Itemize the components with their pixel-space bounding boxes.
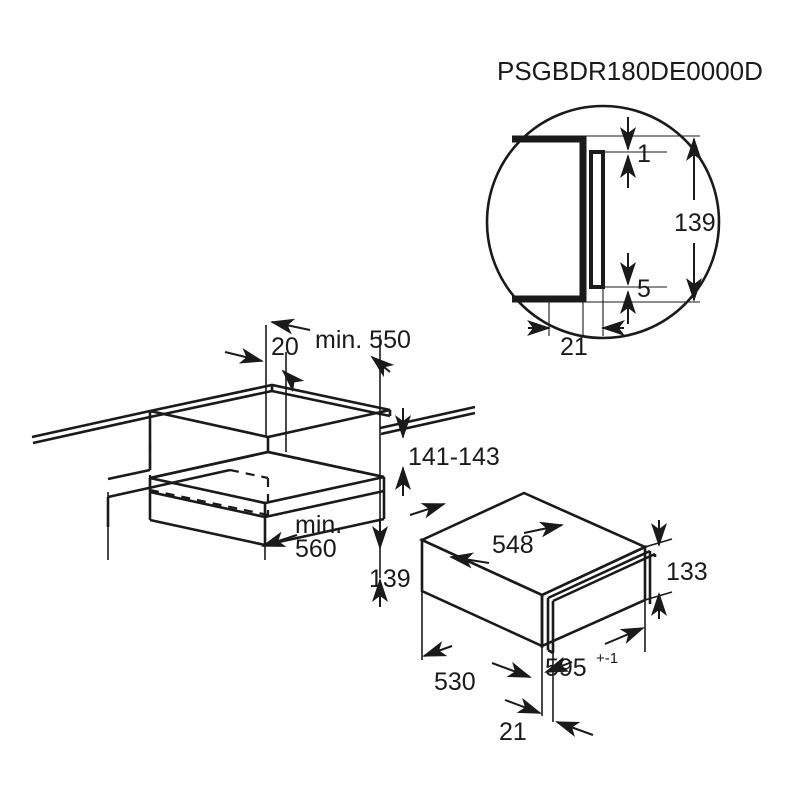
- cabinet-niche-view: 20 min. 550 141-143: [31, 318, 500, 607]
- dim-front-width: 595 +-1: [544, 627, 645, 682]
- dim-front-height-label: 139: [369, 565, 411, 593]
- dim-niche-depth-label: min. 550: [315, 326, 411, 354]
- dim-body-depth-label: 548: [492, 531, 534, 559]
- niche-bottom-shelf: [148, 450, 386, 519]
- dim-front-width-label: 595: [545, 654, 587, 682]
- dim-front-offset-label: 20: [271, 333, 299, 361]
- dim-gap-bottom: 5: [620, 253, 651, 324]
- dim-depth-offset-label: 21: [560, 333, 588, 361]
- dim-body-width-label: 530: [434, 668, 476, 696]
- niche-top-panel: [148, 383, 392, 439]
- dim-niche-width-label-2: 560: [295, 535, 337, 563]
- detail-circle-outline: [485, 104, 721, 340]
- dim-body-height: 133: [651, 520, 708, 619]
- dim-overall-height: 139: [674, 137, 716, 302]
- drawing-root: PSGBDR180DE0000D: [31, 56, 763, 746]
- dim-front-thickness-label: 21: [499, 718, 527, 746]
- dim-body-width: 530: [422, 641, 532, 696]
- detail-circle-view: 1 5 139 21: [485, 104, 721, 361]
- niche-left-wall: [106, 443, 152, 527]
- dim-niche-width: min. 560: [261, 503, 446, 563]
- dim-niche-width-label-1: min.: [295, 511, 342, 539]
- appliance-front-panel: [540, 544, 657, 655]
- cabinet-profile-section: [512, 135, 587, 303]
- dim-gap-top-label: 1: [637, 140, 651, 168]
- dim-front-thickness: 21: [499, 697, 594, 746]
- dim-body-height-label: 133: [666, 558, 708, 586]
- dim-niche-depth: min. 550: [281, 326, 411, 393]
- dim-front-height: 139: [369, 520, 411, 607]
- dim-niche-height: 141-143: [395, 408, 500, 496]
- dim-body-depth: 548: [449, 521, 564, 569]
- dim-niche-height-label: 141-143: [408, 443, 500, 471]
- door-panel-section: [589, 150, 605, 289]
- model-number-label: PSGBDR180DE0000D: [497, 56, 763, 86]
- dim-front-width-tolerance-label: +-1: [596, 650, 618, 667]
- appliance-view: 548 133 595 +-1: [418, 491, 708, 746]
- dim-gap-bottom-label: 5: [637, 275, 651, 303]
- dim-gap-top: 1: [620, 117, 651, 188]
- hidden-edges-dashed: [148, 443, 270, 517]
- dim-front-offset: 20: [224, 318, 311, 364]
- dim-depth-offset: 21: [527, 320, 625, 361]
- dim-overall-height-label: 139: [674, 209, 716, 237]
